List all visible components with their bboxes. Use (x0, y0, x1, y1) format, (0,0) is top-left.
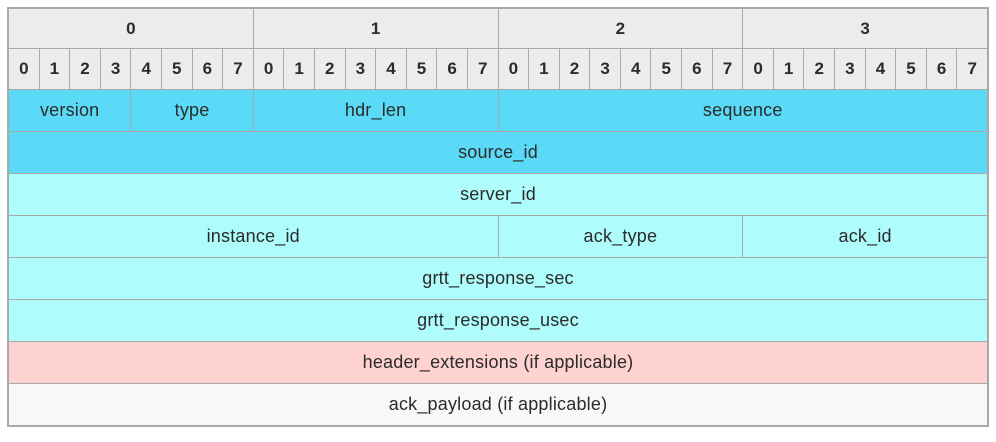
bit-header-cell: 5 (651, 49, 682, 89)
bit-header-cell: 1 (39, 49, 70, 89)
bit-header-cell: 7 (712, 49, 743, 89)
byte-header-cell-1: 1 (253, 9, 498, 48)
bit-header-cell: 3 (835, 49, 865, 89)
bit-header-cell: 1 (284, 49, 314, 89)
bit-header-cell: 4 (131, 49, 161, 89)
field-source-id: source_id (9, 132, 987, 173)
field-grtt-response-usec: grtt_response_usec (9, 300, 987, 341)
bit-header-cell: 5 (161, 49, 192, 89)
field-ack-type: ack_type (498, 216, 743, 257)
bit-header-cell: 7 (957, 49, 987, 89)
field-hdr-len: hdr_len (253, 90, 498, 131)
bit-header-cell: 4 (865, 49, 896, 89)
field-ack-id: ack_id (743, 216, 987, 257)
bit-header-cell: 6 (437, 49, 467, 89)
bit-header-cell: 0 (9, 49, 39, 89)
bit-header-cell: 0 (253, 49, 284, 89)
field-server-id: server_id (9, 174, 987, 215)
field-header-extensions-if-applicable: header_extensions (if applicable) (9, 342, 987, 383)
bit-header-cell: 6 (192, 49, 223, 89)
field-grtt-response-sec: grtt_response_sec (9, 258, 987, 299)
field-version: version (9, 90, 131, 131)
bit-header-cell: 2 (804, 49, 835, 89)
bit-header-cell: 6 (926, 49, 957, 89)
bit-header-cell: 4 (376, 49, 406, 89)
bit-header-cell: 0 (743, 49, 773, 89)
field-sequence: sequence (498, 90, 987, 131)
bit-header-cell: 4 (620, 49, 651, 89)
field-instance-id: instance_id (9, 216, 498, 257)
bit-header-cell: 3 (590, 49, 620, 89)
bit-header-cell: 3 (345, 49, 376, 89)
bit-header-cell: 1 (529, 49, 559, 89)
bit-header-cell: 2 (314, 49, 345, 89)
bit-header-cell: 6 (682, 49, 712, 89)
bit-header-cell: 5 (896, 49, 926, 89)
bit-header-cell: 0 (498, 49, 529, 89)
byte-header-cell-2: 2 (498, 9, 743, 48)
bit-header-cell: 5 (406, 49, 437, 89)
bit-header-cell: 2 (559, 49, 590, 89)
bit-header-cell: 7 (467, 49, 498, 89)
bit-header-cell: 2 (70, 49, 100, 89)
bit-header-cell: 3 (100, 49, 131, 89)
byte-header-cell-3: 3 (743, 9, 987, 48)
field-type: type (131, 90, 253, 131)
field-ack-payload-if-applicable: ack_payload (if applicable) (9, 384, 987, 425)
bit-header-cell: 1 (773, 49, 804, 89)
byte-header-cell-0: 0 (9, 9, 253, 48)
bit-header-cell: 7 (223, 49, 253, 89)
